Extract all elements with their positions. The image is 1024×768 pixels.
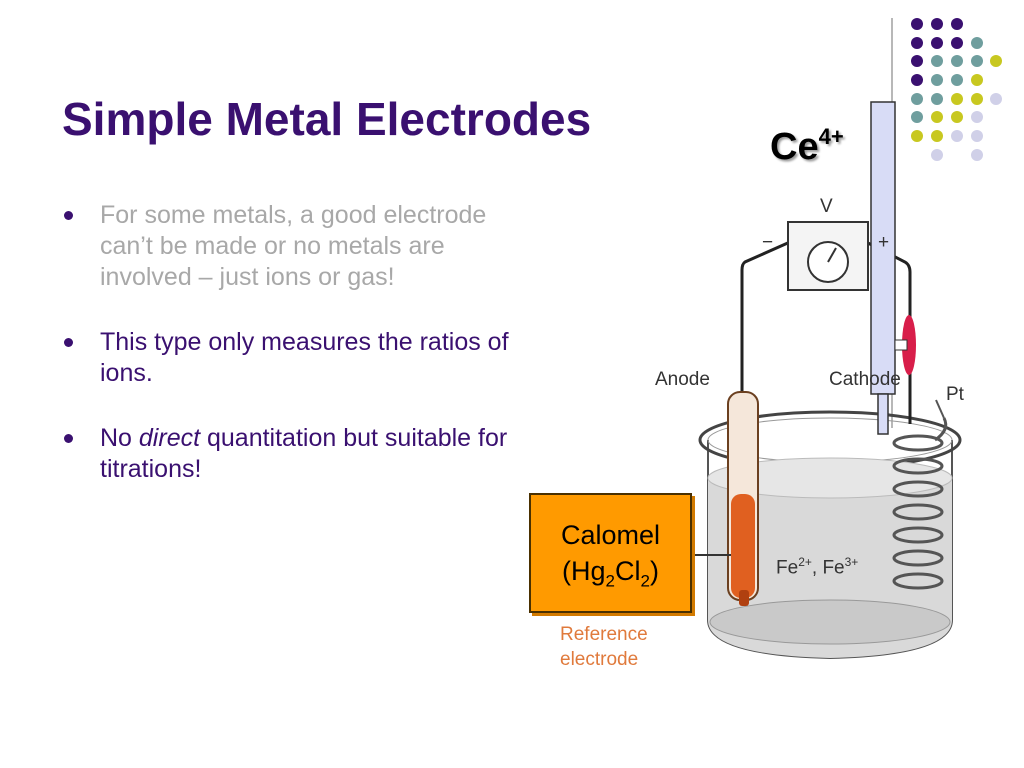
bullet-dot-icon: [64, 338, 73, 347]
bullet-text: This type only measures the ratios of io…: [100, 328, 509, 387]
dot: [931, 93, 943, 105]
dot: [931, 55, 943, 67]
dot: [911, 18, 923, 30]
dot: [951, 74, 963, 86]
anode-label: Anode: [655, 369, 710, 390]
dot: [971, 93, 983, 105]
dot: [931, 74, 943, 86]
beaker-bottom: [709, 599, 951, 645]
platinum-coil: [892, 417, 948, 590]
reference-electrode-fill: [731, 494, 755, 598]
dot: [931, 149, 943, 161]
dot: [971, 74, 983, 86]
voltmeter-plus: +: [878, 232, 890, 253]
burette-tip: [877, 393, 889, 435]
stopcock-stem: [894, 339, 908, 351]
bullet-text-emphasis: direct: [138, 424, 201, 452]
bullet-text-pre: No: [100, 424, 139, 452]
anode-wire: [740, 240, 791, 392]
voltmeter-needle: [827, 247, 837, 263]
dot: [951, 55, 963, 67]
bullet-item: This type only measures the ratios of io…: [62, 327, 512, 389]
cathode-wire: [865, 240, 912, 424]
dot: [931, 111, 943, 123]
bullet-text: For some metals, a good electrode can’t …: [100, 201, 487, 291]
bullet-item: No direct quantitation but suitable for …: [62, 423, 512, 485]
stopcock-valve-icon: [902, 315, 916, 375]
ion-separator: ,: [811, 557, 823, 579]
dot: [971, 55, 983, 67]
reference-line-2: electrode: [560, 649, 639, 670]
voltmeter-label: V: [820, 196, 833, 217]
dot: [911, 130, 923, 142]
bullet-item: For some metals, a good electrode can’t …: [62, 200, 512, 293]
dot: [931, 130, 943, 142]
dot: [971, 130, 983, 142]
calomel-formula: (Hg2Cl2): [531, 553, 690, 599]
dot: [951, 37, 963, 49]
bullet-text-post: quantitation but suitable for titrations…: [100, 424, 508, 483]
ce-ion-label: Ce4+: [770, 124, 844, 169]
dot: [911, 74, 923, 86]
dot: [911, 55, 923, 67]
dot: [911, 37, 923, 49]
solution-surface: [707, 457, 953, 499]
formula-part: ): [649, 556, 659, 586]
calomel-name: Calomel: [560, 520, 661, 550]
pt-pointer-line: [935, 399, 945, 419]
reference-line-1: Reference: [560, 624, 648, 645]
dot: [951, 93, 963, 105]
dot: [911, 93, 923, 105]
iron-ions-label: Fe2+, Fe3+: [776, 555, 858, 579]
bullet-list: For some metals, a good electrode can’t …: [62, 200, 512, 519]
voltmeter-minus: −: [762, 232, 774, 253]
formula-subscript: 2: [605, 571, 615, 591]
dot: [931, 37, 943, 49]
dot: [931, 18, 943, 30]
fe-charge: 2+: [798, 555, 812, 569]
dot: [971, 37, 983, 49]
dot: [911, 111, 923, 123]
formula-part: Cl: [615, 556, 641, 586]
dot: [990, 93, 1002, 105]
ce-symbol: Ce: [770, 126, 819, 168]
formula-part: (Hg: [562, 556, 606, 586]
fe-symbol: Fe: [822, 557, 845, 579]
dot: [971, 149, 983, 161]
slide-title: Simple Metal Electrodes: [62, 93, 592, 145]
dot: [971, 111, 983, 123]
burette-tube: [870, 101, 896, 395]
reference-electrode-label: Reference electrode: [560, 622, 648, 672]
bullet-dot-icon: [64, 434, 73, 443]
dot: [951, 130, 963, 142]
ce-charge: 4+: [818, 124, 844, 149]
fe-symbol: Fe: [776, 557, 799, 579]
reference-electrode-tip: [739, 590, 749, 606]
dot: [990, 55, 1002, 67]
formula-subscript: 2: [640, 571, 650, 591]
cathode-label: Cathode: [829, 369, 901, 390]
dot: [951, 18, 963, 30]
calomel-box: Calomel (Hg2Cl2): [529, 493, 692, 613]
fe-charge: 3+: [844, 555, 859, 569]
bullet-dot-icon: [64, 211, 73, 220]
pt-label: Pt: [946, 384, 964, 405]
dot: [951, 111, 963, 123]
